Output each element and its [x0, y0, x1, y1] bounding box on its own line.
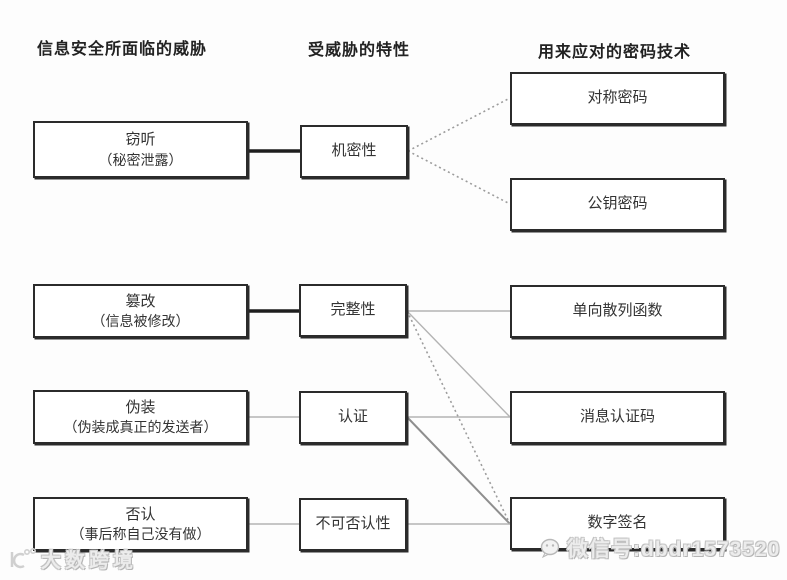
- edge-authentication-digital_signature: [406, 416, 511, 525]
- node-title: 公钥密码: [587, 195, 648, 213]
- node-tampering: 篡改 （信息被修改）: [33, 284, 248, 338]
- node-title: 窃听: [125, 131, 156, 149]
- node-subtitle: （信息被修改）: [91, 313, 190, 330]
- node-digital-signature: 数字签名: [510, 497, 725, 550]
- node-authentication: 认证: [299, 391, 407, 444]
- node-subtitle: （秘密泄露）: [98, 151, 183, 168]
- node-title: 不可否认性: [315, 515, 391, 533]
- node-one-way-hash: 单向散列函数: [510, 285, 725, 338]
- node-repudiation: 否认 （事后称自己没有做）: [33, 497, 248, 551]
- node-mac: 消息认证码: [510, 391, 725, 444]
- column-header-techniques: 用来应对的密码技术: [538, 44, 692, 61]
- node-title: 消息认证码: [579, 408, 655, 426]
- edge-integrity-mac: [406, 310, 511, 418]
- node-non-repudiation: 不可否认性: [299, 498, 407, 551]
- node-symmetric-crypto: 对称密码: [510, 72, 725, 125]
- node-spoofing: 伪装 （伪装成真正的发送者）: [33, 390, 248, 444]
- node-title: 否认: [125, 505, 156, 523]
- node-title: 机密性: [331, 142, 377, 160]
- node-title: 认证: [337, 408, 368, 426]
- column-header-properties: 受威胁的特性: [308, 42, 411, 59]
- node-public-key-crypto: 公钥密码: [510, 178, 725, 231]
- node-eavesdropping: 窃听 （秘密泄露）: [33, 121, 248, 178]
- node-title: 伪装: [125, 398, 156, 416]
- node-title: 对称密码: [587, 89, 648, 107]
- node-confidentiality: 机密性: [300, 125, 408, 178]
- node-subtitle: （事后称自己没有做）: [70, 526, 211, 543]
- node-title: 单向散列函数: [572, 302, 663, 320]
- node-title: 篡改: [125, 292, 156, 310]
- node-title: 数字签名: [587, 514, 648, 532]
- edge-confidentiality-public_key_crypto: [407, 150, 511, 205]
- column-header-threats: 信息安全所面临的威胁: [37, 41, 208, 58]
- edge-confidentiality-symmetric_crypto: [407, 97, 511, 152]
- node-title: 完整性: [330, 301, 376, 319]
- node-integrity: 完整性: [299, 284, 407, 337]
- node-subtitle: （伪装成真正的发送者）: [63, 419, 218, 436]
